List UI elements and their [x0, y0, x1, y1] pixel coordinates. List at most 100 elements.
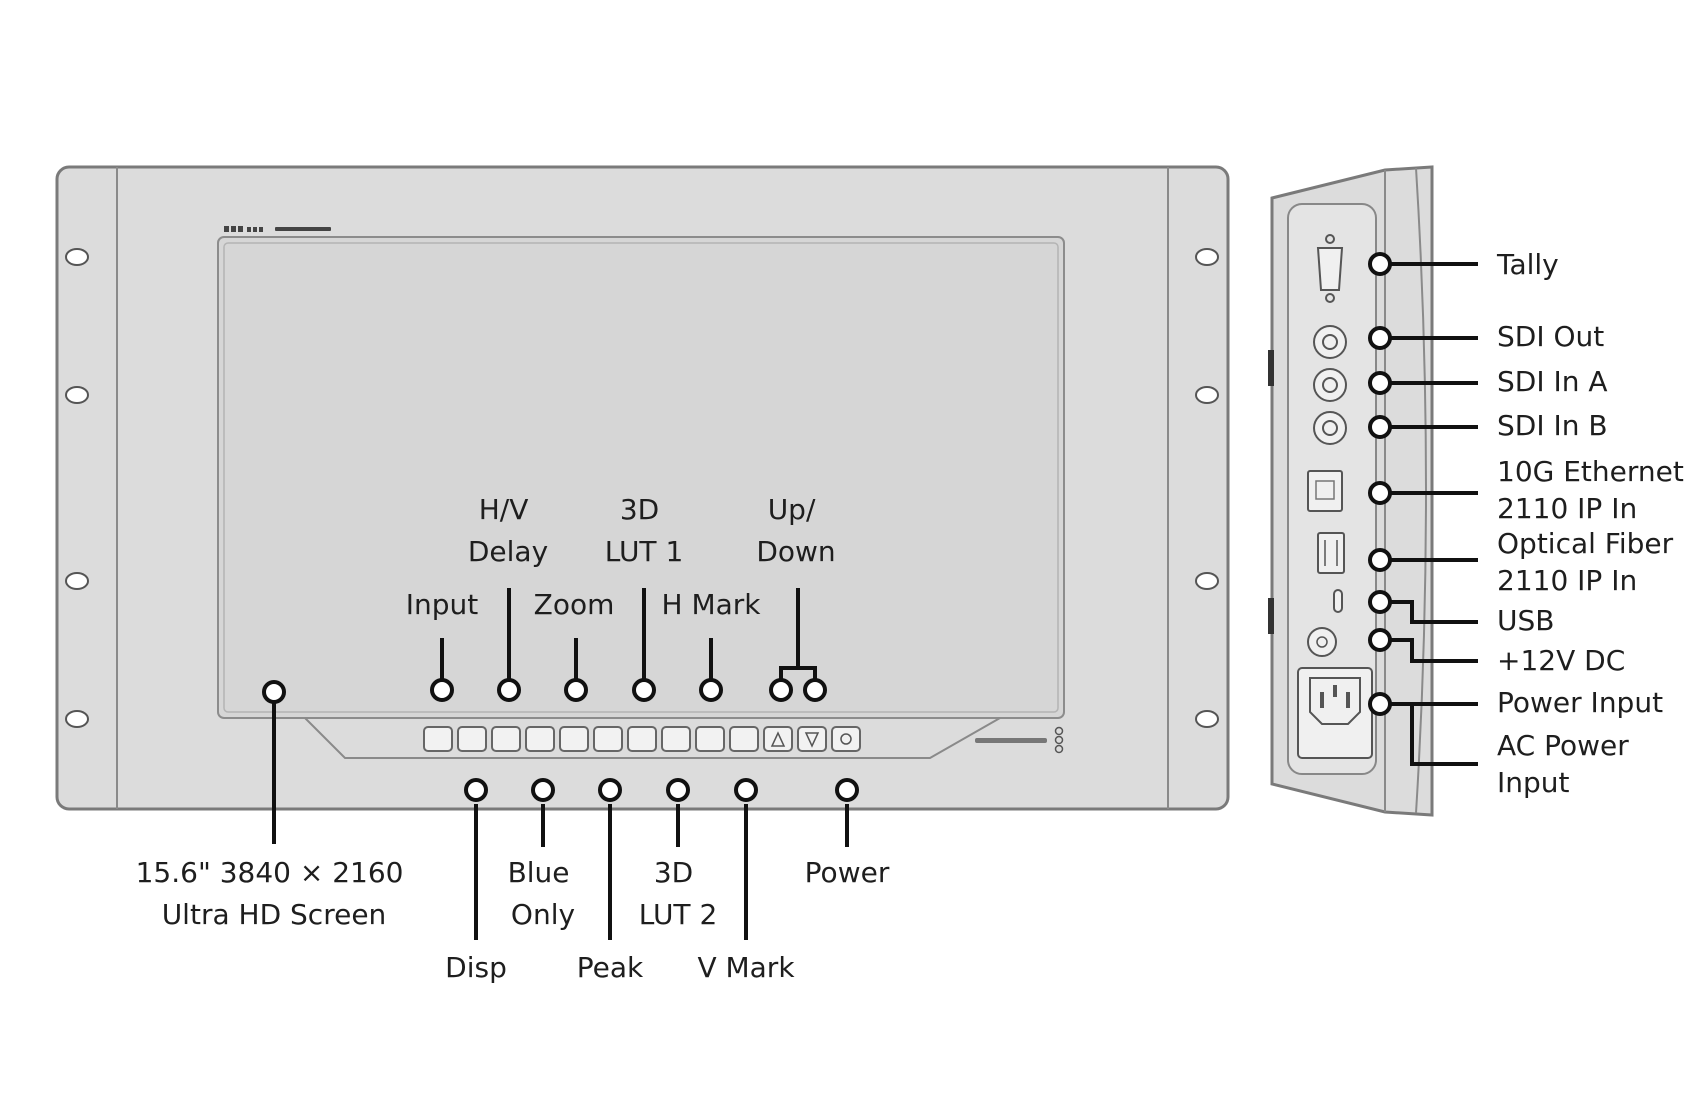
front-panel: [55, 165, 1230, 811]
peak-button[interactable]: [593, 726, 623, 752]
front-labels: 15.6" 3840 × 2160 Ultra HD Screen Input …: [136, 493, 890, 984]
label-line: USB: [1497, 604, 1554, 637]
optical-port: [1317, 532, 1345, 574]
label-line: 3D: [620, 493, 659, 526]
disp-button[interactable]: [457, 726, 487, 752]
blue-only-button[interactable]: [525, 726, 555, 752]
side-panel: [1268, 165, 1434, 817]
bnc-connectors: [1313, 325, 1347, 445]
down-button[interactable]: [797, 726, 827, 752]
callout-dot: [564, 678, 588, 702]
callout-dot: [1368, 548, 1392, 572]
callout-dot: [1368, 415, 1392, 439]
label-lut1: 3D LUT 1: [605, 493, 684, 568]
usb-port: [1333, 589, 1343, 613]
callout-dot: [666, 778, 690, 802]
label-line: 2110 IP In: [1497, 492, 1637, 525]
label-input: Input: [406, 588, 479, 621]
label-line: +12V DC: [1497, 644, 1625, 677]
rack-hole: [65, 710, 89, 728]
rack-hole: [1195, 386, 1219, 404]
label-line: Ultra HD Screen: [162, 898, 387, 931]
label-line: 10G Ethernet: [1497, 455, 1684, 488]
callout-dot: [464, 778, 488, 802]
label-sdi-out: SDI Out: [1497, 320, 1604, 353]
up-arrow-icon: [770, 731, 786, 747]
rack-hole: [1195, 710, 1219, 728]
input-button[interactable]: [423, 726, 453, 752]
label-line: Tally: [1496, 248, 1559, 281]
label-dc: +12V DC: [1497, 644, 1625, 677]
label-up-down: Up/ Down: [756, 493, 835, 568]
dc-connector: [1307, 627, 1337, 657]
label-line: H/V: [479, 493, 529, 526]
label-screen: 15.6" 3840 × 2160 Ultra HD Screen: [136, 856, 413, 931]
callout-dot: [734, 778, 758, 802]
label-line: Input: [1497, 766, 1570, 799]
rack-holes: [65, 248, 1219, 728]
lut2-button[interactable]: [661, 726, 691, 752]
sdi-in-a-connector: [1313, 368, 1347, 402]
v-mark-button[interactable]: [729, 726, 759, 752]
label-line: SDI In B: [1497, 409, 1608, 442]
label-line: Input: [406, 588, 479, 621]
hv-delay-button[interactable]: [491, 726, 521, 752]
label-line: AC Power: [1497, 729, 1629, 762]
h-mark-button[interactable]: [695, 726, 725, 752]
brand-logo: [224, 226, 331, 232]
label-optical: Optical Fiber 2110 IP In: [1497, 527, 1682, 597]
label-zoom: Zoom: [534, 588, 615, 621]
callout-dot: [430, 678, 454, 702]
label-line: SDI In A: [1497, 365, 1608, 398]
label-disp: Disp: [445, 951, 507, 984]
callout-dot: [835, 778, 859, 802]
ethernet-port: [1307, 470, 1343, 512]
label-line: Disp: [445, 951, 507, 984]
label-ethernet: 10G Ethernet 2110 IP In: [1497, 455, 1693, 525]
down-arrow-icon: [804, 732, 820, 748]
label-line: Optical Fiber: [1497, 527, 1674, 560]
callout-dot: [1368, 590, 1392, 614]
ac-connector: [1297, 667, 1373, 759]
label-line: LUT 2: [639, 898, 718, 931]
label-line: Delay: [468, 535, 548, 568]
label-blue-only: Blue Only: [508, 856, 579, 931]
rack-hole: [65, 386, 89, 404]
rack-hole: [65, 572, 89, 590]
power-icon: [840, 733, 852, 745]
rack-hole: [65, 248, 89, 266]
leaders: [272, 262, 1478, 940]
power-button[interactable]: [831, 726, 861, 752]
front-buttons: [423, 726, 861, 752]
label-sdi-in-a: SDI In A: [1497, 365, 1608, 398]
label-line: Power: [805, 856, 890, 889]
lut1-button[interactable]: [627, 726, 657, 752]
label-line: 15.6" 3840 × 2160: [136, 856, 404, 889]
label-line: SDI Out: [1497, 320, 1604, 353]
label-line: LUT 1: [605, 535, 684, 568]
callout-dots: [262, 252, 1392, 802]
label-line: Down: [756, 535, 835, 568]
label-v-mark: V Mark: [697, 951, 795, 984]
label-line: 2110 IP In: [1497, 564, 1637, 597]
callout-dot: [497, 678, 521, 702]
up-button[interactable]: [763, 726, 793, 752]
callout-dot: [1368, 252, 1392, 276]
label-line: Power Input: [1497, 686, 1663, 719]
label-lut2: 3D LUT 2: [639, 856, 718, 931]
rack-hole: [1195, 572, 1219, 590]
zoom-button[interactable]: [559, 726, 589, 752]
label-line: Only: [511, 898, 575, 931]
label-line: Up/: [768, 493, 816, 526]
label-ac-power: AC Power Input: [1497, 729, 1638, 799]
sdi-out-connector: [1313, 325, 1347, 359]
vendor-logo: [975, 726, 1064, 754]
callout-dot: [699, 678, 723, 702]
label-hv-delay: H/V Delay: [468, 493, 548, 568]
screen: [217, 236, 1065, 719]
sdi-in-b-connector: [1313, 411, 1347, 445]
side-labels: Tally SDI Out SDI In A SDI In B 10G Ethe…: [1496, 248, 1693, 799]
label-power-input: Power Input: [1497, 686, 1663, 719]
label-line: 3D: [654, 856, 693, 889]
